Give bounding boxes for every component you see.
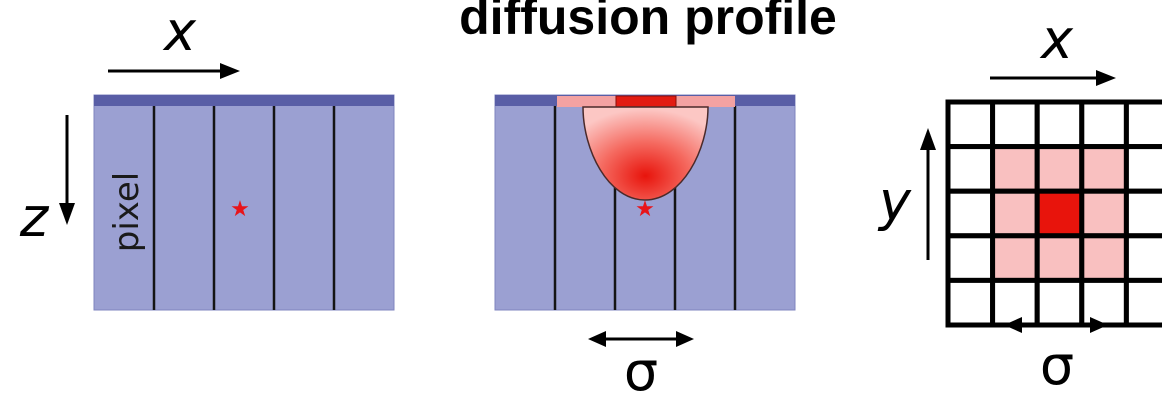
grid-cell [1082, 147, 1127, 192]
pixel-label: pixel [107, 172, 147, 252]
grid-cell [948, 102, 993, 147]
grid-cell [948, 280, 993, 325]
grid-cell [993, 102, 1038, 147]
left-panel: x z pixel ★ [19, 0, 394, 310]
figure-title: diffusion profile [459, 0, 837, 45]
grid-cell [1037, 236, 1082, 281]
grid-cell [1126, 102, 1162, 147]
grid-cell [1082, 236, 1127, 281]
grid-cell [1126, 280, 1162, 325]
grid-cell [1082, 280, 1127, 325]
grid-cell [993, 280, 1038, 325]
grid-cell [993, 191, 1038, 236]
right-x-axis-label: x [1039, 8, 1074, 71]
grid-cell [1037, 147, 1082, 192]
right-panel: x y σ [877, 8, 1162, 394]
middle-hit-star-icon: ★ [635, 197, 655, 222]
grid-cell [1126, 236, 1162, 281]
grid-cell [1082, 191, 1127, 236]
right-sigma-label: σ [1040, 334, 1074, 394]
grid-cell [1037, 280, 1082, 325]
left-x-arrow-icon [108, 63, 240, 79]
grid-cell [1037, 102, 1082, 147]
left-z-axis-label: z [19, 186, 50, 249]
grid-cell [1126, 147, 1162, 192]
pixel-grid [948, 102, 1162, 325]
grid-cell [1037, 191, 1082, 236]
left-x-axis-label: x [162, 0, 197, 63]
middle-sigma-label: σ [624, 340, 658, 394]
implant-core [616, 96, 676, 107]
left-surface-layer [94, 95, 394, 106]
grid-cell [948, 147, 993, 192]
left-hit-star-icon: ★ [230, 197, 250, 222]
right-y-arrow-icon [920, 128, 936, 260]
grid-cell [948, 236, 993, 281]
middle-panel: ★ σ [495, 95, 795, 394]
grid-cell [1126, 191, 1162, 236]
left-z-arrow-icon [59, 115, 75, 225]
grid-cell [1082, 102, 1127, 147]
grid-cell [948, 191, 993, 236]
right-x-arrow-icon [990, 70, 1116, 86]
grid-cell [993, 236, 1038, 281]
right-y-axis-label: y [877, 170, 912, 233]
grid-cell [993, 147, 1038, 192]
